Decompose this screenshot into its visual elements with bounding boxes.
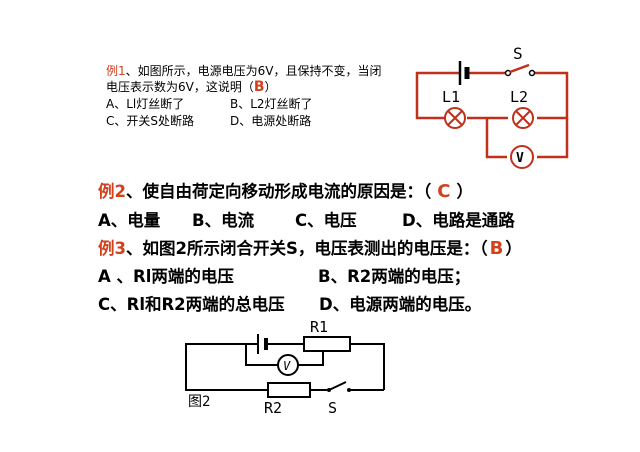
voltmeter-icon: V [510,145,534,169]
example3-option-b: B、R2两端的电压； [318,267,471,286]
example1-question-cont: 电压表示数为6V，这说明（ [106,80,254,94]
example2-line: 例2、使自由荷定向移动形成电流的原因是：（ C ） [98,181,473,203]
battery-icon [458,61,470,85]
voltmeter-label: V [516,151,524,166]
lamp1-label: L1 [442,88,460,106]
example1-close: ） [264,80,277,94]
example1-line1: 例1、如图所示，电源电压为6V，且保持不变，当闭 [106,64,411,79]
voltmeter-icon: V [277,354,299,376]
example2-label: 例2 [98,182,126,201]
example3-option-a: A 、Rl两端的电压 [98,267,234,286]
example1-option-a: A、Ll灯丝断了 [106,97,185,111]
lamp-icon [512,107,534,129]
switch-icon [327,381,351,392]
r1-label: R1 [310,318,328,336]
example2-answer: C [437,181,451,202]
example1-line2: 电压表示数为6V，这说明（B） [106,80,277,95]
example2-option-d: D、电路是通路 [402,211,515,230]
switch-label: S [328,399,337,417]
example1-label: 例1 [106,64,126,78]
circuit-diagram-1: S L1 L2 V [415,45,569,169]
resistor-r2 [267,382,311,398]
example3-answer: B [489,238,504,259]
example1-question: 、如图所示，电源电压为6V，且保持不变，当闭 [125,64,382,78]
figure-label: 图2 [188,394,210,410]
resistor-r1 [303,336,351,352]
switch-icon [504,63,536,77]
lamp2-label: L2 [510,88,528,106]
example1-answer: B [253,79,265,95]
example2-close: ） [456,182,473,201]
voltmeter-label: V [283,359,291,373]
example2-option-b: B、电流 [192,211,255,230]
r2-label: R2 [264,399,282,417]
example3-label: 例3 [98,239,126,258]
example3-option-c: C、Rl和R2两端的总电压 [98,295,285,314]
example2-question: 、使自由荷定向移动形成电流的原因是：（ [125,182,432,201]
example2-option-c: C、电压 [295,211,357,230]
example3-line: 例3、如图2所示闭合开关S，电压表测出的电压是：（B） [98,238,522,260]
example1-option-d: D、电源处断路 [230,114,312,128]
example3-close: ） [505,239,522,258]
example1-option-c: C、开关S处断路 [106,114,194,128]
example3-question: 、如图2所示闭合开关S，电压表测出的电压是：（ [125,239,488,258]
example3-option-d: D、电源两端的电压。 [319,295,482,314]
lamp-icon [444,107,466,129]
example2-option-a: A、电量 [98,211,161,230]
example1-option-b: B、L2灯丝断了 [230,97,313,111]
switch-label: S [513,45,523,63]
circuit-diagram-2: R1 V R2 S 图2 [185,318,385,417]
battery-icon [257,334,268,354]
